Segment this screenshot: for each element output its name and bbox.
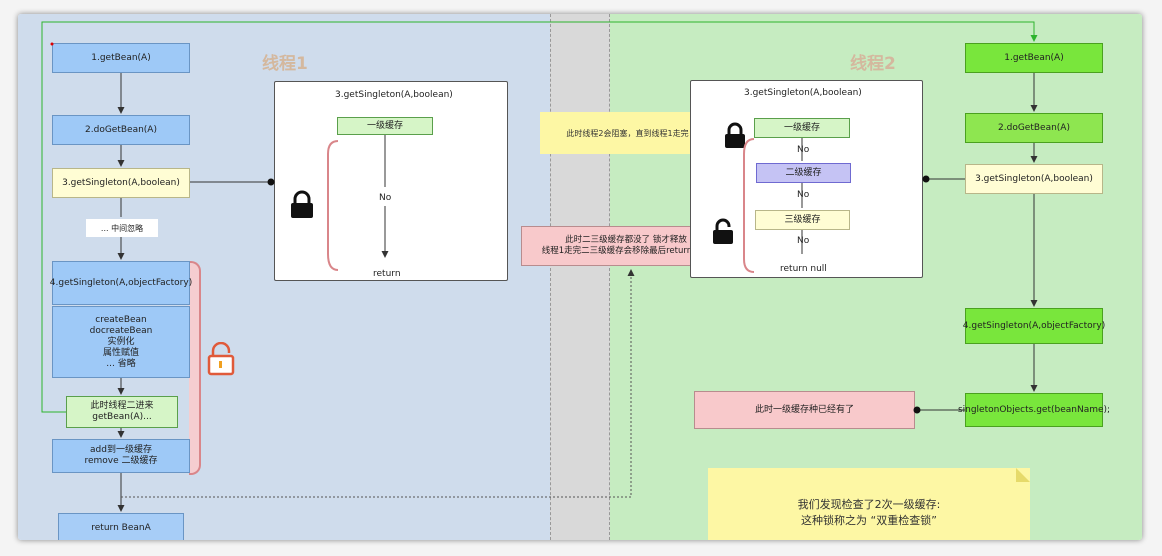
t2-getsingleton-box: 3.getSingleton(A,boolean) xyxy=(965,164,1103,194)
t1-detail-no: No xyxy=(379,193,392,203)
thread2-title: 线程2 xyxy=(850,54,896,74)
t1-detail-panel xyxy=(274,81,508,281)
t2-detail-no3: No xyxy=(797,236,810,246)
t1-create-line: docreateBean xyxy=(89,325,153,336)
summary-line: 这种锁称之为 “双重检查锁” xyxy=(801,514,937,527)
open-lock-icon xyxy=(713,218,733,244)
t1-ignored-label: ... 中间忽略 xyxy=(86,219,158,237)
t2-getbean-box: 1.getBean(A) xyxy=(965,43,1103,73)
t2-detail-cache3: 三级缓存 xyxy=(755,210,850,230)
gap-zone xyxy=(550,14,610,540)
blocked-note: 此时线程2会阻塞，直到线程1走完 xyxy=(540,112,715,154)
t1-getsingleton-factory-box: 4.getSingleton(A,objectFactory) xyxy=(50,261,192,305)
add-cache-line: remove 二级缓存 xyxy=(84,456,158,466)
t1-detail-title: 3.getSingleton(A,boolean) xyxy=(335,90,453,100)
diagram-frame: 线程1 线程2 1.getBean(A) 2.doGetBean(A) 3.ge… xyxy=(18,14,1142,540)
t1-detail-cache1: 一级缓存 xyxy=(337,117,433,135)
t1-dogetbean-box: 2.doGetBean(A) xyxy=(52,115,190,145)
release-line: 此时二三级缓存都没了 锁才释放 xyxy=(565,235,687,245)
t1-create-line: 属性赋值 xyxy=(102,347,139,358)
closed-lock-icon xyxy=(725,122,745,148)
release-line: 线程1走完二三级缓存会移除最后return null xyxy=(541,246,711,256)
t2-detail-title: 3.getSingleton(A,boolean) xyxy=(744,88,862,98)
t1-createbean-box: createBean docreateBean 实例化 属性赋值 ... 省略 xyxy=(52,306,190,378)
enter-note-line: getBean(A)... xyxy=(92,412,152,422)
t2-dogetbean-box: 2.doGetBean(A) xyxy=(965,113,1103,143)
open-lock-icon xyxy=(207,342,235,376)
t1-thread2-enter-note: 此时线程二进来 getBean(A)... xyxy=(66,396,178,428)
add-cache-line: add到一级缓存 xyxy=(90,445,152,455)
t1-getbean-box: 1.getBean(A) xyxy=(52,43,190,73)
t2-getsingleton-factory-box: 4.getSingleton(A,objectFactory) xyxy=(963,308,1105,344)
t2-detail-return: return null xyxy=(780,264,827,274)
t2-detail-cache1: 一级缓存 xyxy=(754,118,850,138)
closed-lock-icon xyxy=(291,190,313,218)
t1-create-line: 实例化 xyxy=(107,336,135,347)
t1-return-box: return BeanA xyxy=(58,513,184,540)
thread1-lock-bracket xyxy=(189,261,201,475)
t1-detail-return: return xyxy=(373,269,401,279)
t1-add-cache-box: add到一级缓存 remove 二级缓存 xyxy=(52,439,190,473)
t2-singleton-get-box: singletonObjects.get(beanName); xyxy=(958,393,1110,427)
t2-has-cache-note: 此时一级缓存种已经有了 xyxy=(694,391,915,429)
summary-line: 我们发现检查了2次一级缓存: xyxy=(797,498,941,511)
summary-note: 我们发现检查了2次一级缓存: 这种锁称之为 “双重检查锁” xyxy=(708,468,1030,540)
t1-create-line: createBean xyxy=(95,314,147,325)
connectors xyxy=(41,21,1038,512)
enter-note-line: 此时线程二进来 xyxy=(90,401,154,411)
t1-create-line: ... 省略 xyxy=(106,358,136,369)
t2-detail-no2: No xyxy=(797,190,810,200)
divider-right xyxy=(609,14,610,540)
t2-detail-no1: No xyxy=(797,145,810,155)
t2-detail-cache2: 二级缓存 xyxy=(756,163,851,183)
divider-left xyxy=(550,14,551,540)
t1-getsingleton-box: 3.getSingleton(A,boolean) xyxy=(52,168,190,198)
thread1-title: 线程1 xyxy=(262,54,308,74)
